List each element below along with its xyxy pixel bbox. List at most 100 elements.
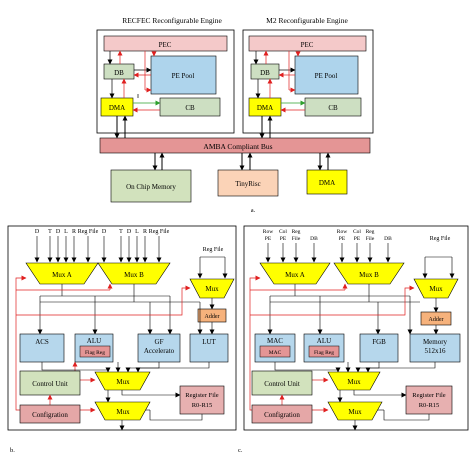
input-label: D bbox=[102, 229, 107, 235]
input-label: R bbox=[72, 229, 76, 235]
panel-c-label: c. bbox=[238, 447, 243, 454]
mux-mid-label: Mux bbox=[116, 378, 130, 386]
input-label: L bbox=[135, 229, 139, 235]
amba-bus bbox=[99, 137, 371, 154]
mux-b bbox=[97, 262, 171, 285]
input-label: Col bbox=[279, 229, 287, 235]
pe-pool-label: PE Pool bbox=[315, 72, 338, 80]
engine-left-title: RECFEC Reconfigurable Engine bbox=[122, 16, 222, 25]
mux-top bbox=[413, 278, 459, 299]
pec-label: PEC bbox=[301, 41, 314, 49]
input-label: D bbox=[127, 229, 132, 235]
input-label: R bbox=[143, 229, 147, 235]
dma-block bbox=[248, 97, 282, 117]
input-label: D bbox=[35, 229, 40, 235]
input-label: Reg bbox=[366, 229, 375, 235]
register-file-block bbox=[179, 385, 225, 415]
inputs-b: D T D L R Reg File bbox=[101, 229, 170, 263]
input-label: File bbox=[366, 236, 375, 242]
memory-label-line2: 512x16 bbox=[425, 347, 447, 355]
flag-reg-block bbox=[79, 345, 111, 358]
register-file-line1: Register File bbox=[412, 392, 446, 399]
input-label: Row bbox=[263, 229, 273, 235]
configration-block bbox=[251, 404, 313, 424]
mux-top bbox=[189, 278, 235, 299]
input-label: PE bbox=[354, 236, 361, 242]
fgb-block bbox=[359, 333, 399, 363]
input-label: Col bbox=[353, 229, 361, 235]
input-label: PE bbox=[265, 236, 272, 242]
reg-file-input-label: Reg File bbox=[203, 247, 224, 253]
flag-reg-label: Flag Reg bbox=[85, 350, 105, 356]
amba-bus-label: AMBA Compliant Bus bbox=[203, 142, 272, 151]
engine-right: PEC DB PE Pool DMA CB bbox=[242, 29, 374, 139]
inputs-b: Row PE Col PE Reg File DB bbox=[337, 229, 392, 263]
mux-a bbox=[259, 262, 331, 285]
flag-reg-block bbox=[308, 345, 340, 358]
dma-label: DMA bbox=[109, 104, 125, 112]
input-label: DB bbox=[310, 236, 318, 242]
input-label: L bbox=[64, 229, 68, 235]
db-label: DB bbox=[114, 69, 124, 77]
on-chip-memory-block bbox=[110, 169, 192, 203]
acs-block bbox=[19, 333, 65, 363]
reg-file-input-label: Reg File bbox=[430, 236, 451, 242]
mac-sub-block bbox=[259, 345, 291, 358]
mux-mid bbox=[94, 371, 151, 391]
cb-block bbox=[304, 97, 362, 117]
cb-block bbox=[159, 97, 221, 117]
register-file-line2: R0-R15 bbox=[192, 402, 213, 409]
memory-block bbox=[409, 333, 461, 363]
memory-label-line1: Memory bbox=[423, 338, 448, 346]
register-file-block bbox=[405, 385, 453, 415]
panel-c: Row PE Col PE Reg File DB Row PE Col PE … bbox=[238, 225, 469, 454]
mux-mid-label: Mux bbox=[347, 378, 361, 386]
input-label: DB bbox=[384, 236, 392, 242]
on-chip-memory-label: On Chip Memory bbox=[126, 183, 176, 191]
input-label: Reg bbox=[292, 229, 301, 235]
input-label: Reg File bbox=[78, 229, 99, 235]
inputs-a: D T D L R Reg File bbox=[34, 229, 99, 263]
adder-label: Adder bbox=[205, 314, 220, 320]
flag-reg-label: Flag Reg bbox=[314, 350, 334, 356]
gf-label-line1: GF bbox=[155, 338, 164, 346]
engine-right-title: M2 Reconfigurable Engine bbox=[266, 16, 348, 25]
pe-pool-label: PE Pool bbox=[172, 72, 195, 80]
fgb-label: FGB bbox=[372, 338, 386, 346]
tinyrisc-label: TinyRisc bbox=[235, 180, 260, 188]
mux-a bbox=[25, 262, 99, 285]
cb-label: CB bbox=[328, 104, 338, 112]
input-label: D bbox=[56, 229, 61, 235]
inputs-a: Row PE Col PE Reg File DB bbox=[263, 229, 318, 263]
input-label: File bbox=[292, 236, 301, 242]
pec-block bbox=[103, 35, 228, 52]
mux-bottom bbox=[327, 401, 383, 421]
mux-top-label: Mux bbox=[205, 285, 219, 293]
mac-label: MAC bbox=[267, 337, 283, 345]
mux-a-label: Mux A bbox=[285, 271, 305, 279]
panel-a-label: a. bbox=[251, 207, 256, 214]
mac-sub-label: MAC bbox=[269, 350, 282, 356]
acs-label: ACS bbox=[35, 338, 49, 346]
alu-label: ALU bbox=[87, 337, 101, 345]
mux-mid bbox=[327, 371, 381, 391]
mux-b bbox=[333, 262, 405, 285]
mux-b-label: Mux B bbox=[124, 271, 144, 279]
tinyrisc-block bbox=[217, 169, 279, 197]
alu-label: ALU bbox=[317, 337, 331, 345]
register-file-line2: R0-R15 bbox=[419, 402, 440, 409]
dma-bottom-label: DMA bbox=[319, 179, 335, 187]
configration-label: Configration bbox=[264, 411, 300, 419]
mux-b-label: Mux B bbox=[359, 271, 379, 279]
input-label: Row bbox=[337, 229, 347, 235]
input-label: T bbox=[119, 229, 123, 235]
dma-bottom-block bbox=[306, 169, 348, 195]
mux-bottom-label: Mux bbox=[116, 408, 130, 416]
configration-block bbox=[19, 404, 81, 424]
cb-label: CB bbox=[185, 104, 195, 112]
pe-pool-block bbox=[294, 55, 359, 95]
input-label: T bbox=[48, 229, 52, 235]
control-unit-label: Control Unit bbox=[264, 380, 300, 388]
input-label: Reg File bbox=[149, 229, 170, 235]
